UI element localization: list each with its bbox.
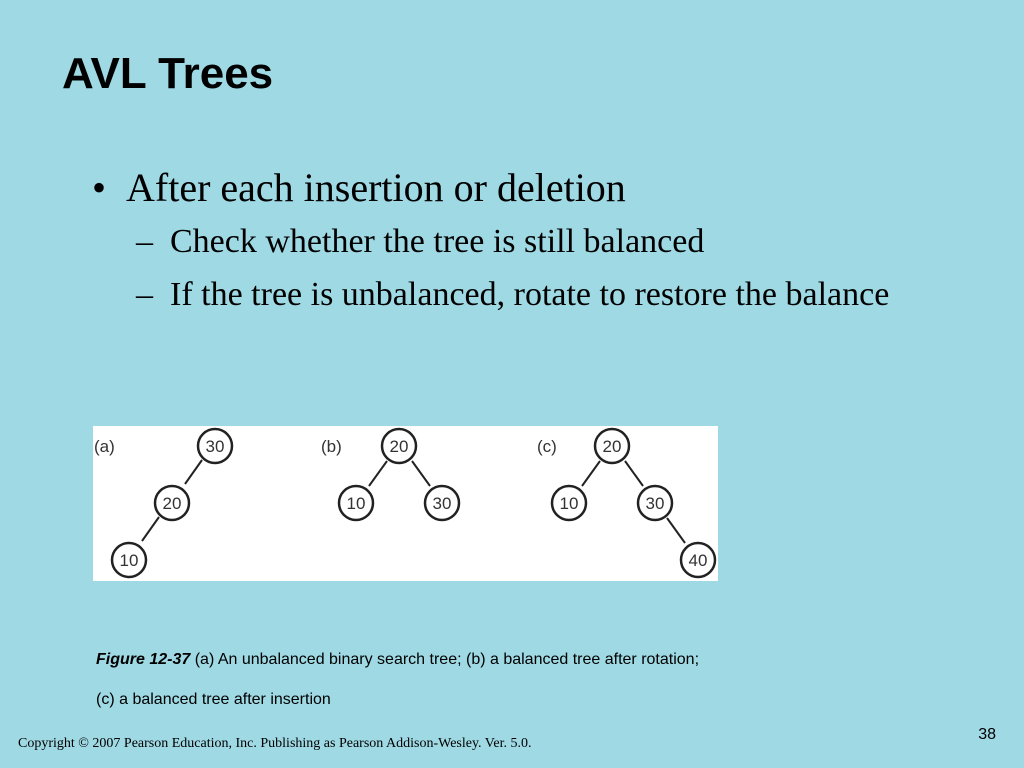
tree-node — [153, 484, 191, 522]
tree-edges — [141, 459, 686, 544]
node-label: 10 — [120, 551, 139, 570]
copyright-text: Copyright © 2007 Pearson Education, Inc.… — [18, 736, 532, 751]
caption-label: Figure 12-37 — [96, 651, 191, 668]
tree-edge — [141, 516, 160, 542]
tree-edge — [624, 460, 644, 487]
subbullet-item: – If the tree is unbalanced, rotate to r… — [92, 271, 972, 318]
caption-text: (a) An unbalanced binary search tree; (b… — [190, 651, 700, 668]
node-label: 10 — [560, 494, 579, 513]
bullet-text: After each insertion or deletion — [126, 165, 626, 210]
tree-diagram: (a) (b) (c) 30 20 10 20 10 30 2 — [94, 427, 717, 579]
node-label: 20 — [390, 437, 409, 456]
panel-label-a: (a) — [94, 437, 115, 456]
node-label: 30 — [646, 494, 665, 513]
node-label: 40 — [689, 551, 708, 570]
bullet-marker: • — [92, 165, 107, 210]
caption-line-2: (c) a balanced tree after insertion — [96, 691, 331, 708]
tree-node — [679, 541, 717, 579]
subbullet-text: Check whether the tree is still balanced — [170, 223, 705, 260]
tree-node — [593, 427, 631, 465]
subbullet-marker: – — [136, 276, 153, 313]
subbullet-text: If the tree is unbalanced, rotate to res… — [170, 276, 890, 313]
node-label: 20 — [603, 437, 622, 456]
tree-edge — [411, 460, 431, 487]
tree-node — [196, 427, 234, 465]
tree-node — [636, 484, 674, 522]
node-label: 20 — [163, 494, 182, 513]
tree-edge — [184, 459, 203, 485]
tree-node — [423, 484, 461, 522]
node-label: 10 — [347, 494, 366, 513]
subbullet-item: – Check whether the tree is still balanc… — [92, 218, 972, 265]
bullet-list: • After each insertion or deletion – Che… — [92, 160, 972, 318]
tree-edge — [368, 460, 388, 487]
tree-node — [380, 427, 418, 465]
tree-node — [337, 484, 375, 522]
panel-label-b: (b) — [321, 437, 342, 456]
tree-edge — [581, 460, 601, 487]
page-number: 38 — [978, 726, 996, 743]
tree-figure: (a) (b) (c) 30 20 10 20 10 30 2 — [93, 426, 718, 581]
subbullet-marker: – — [136, 223, 153, 260]
caption-line-1: Figure 12-37 (a) An unbalanced binary se… — [96, 640, 916, 680]
tree-node — [110, 541, 148, 579]
node-label: 30 — [433, 494, 452, 513]
tree-edge — [666, 517, 686, 544]
figure-caption: Figure 12-37 (a) An unbalanced binary se… — [96, 640, 916, 720]
tree-node — [550, 484, 588, 522]
node-label: 30 — [206, 437, 225, 456]
bullet-item: • After each insertion or deletion — [92, 160, 972, 216]
slide-title: AVL Trees — [62, 49, 274, 98]
panel-label-c: (c) — [537, 437, 557, 456]
